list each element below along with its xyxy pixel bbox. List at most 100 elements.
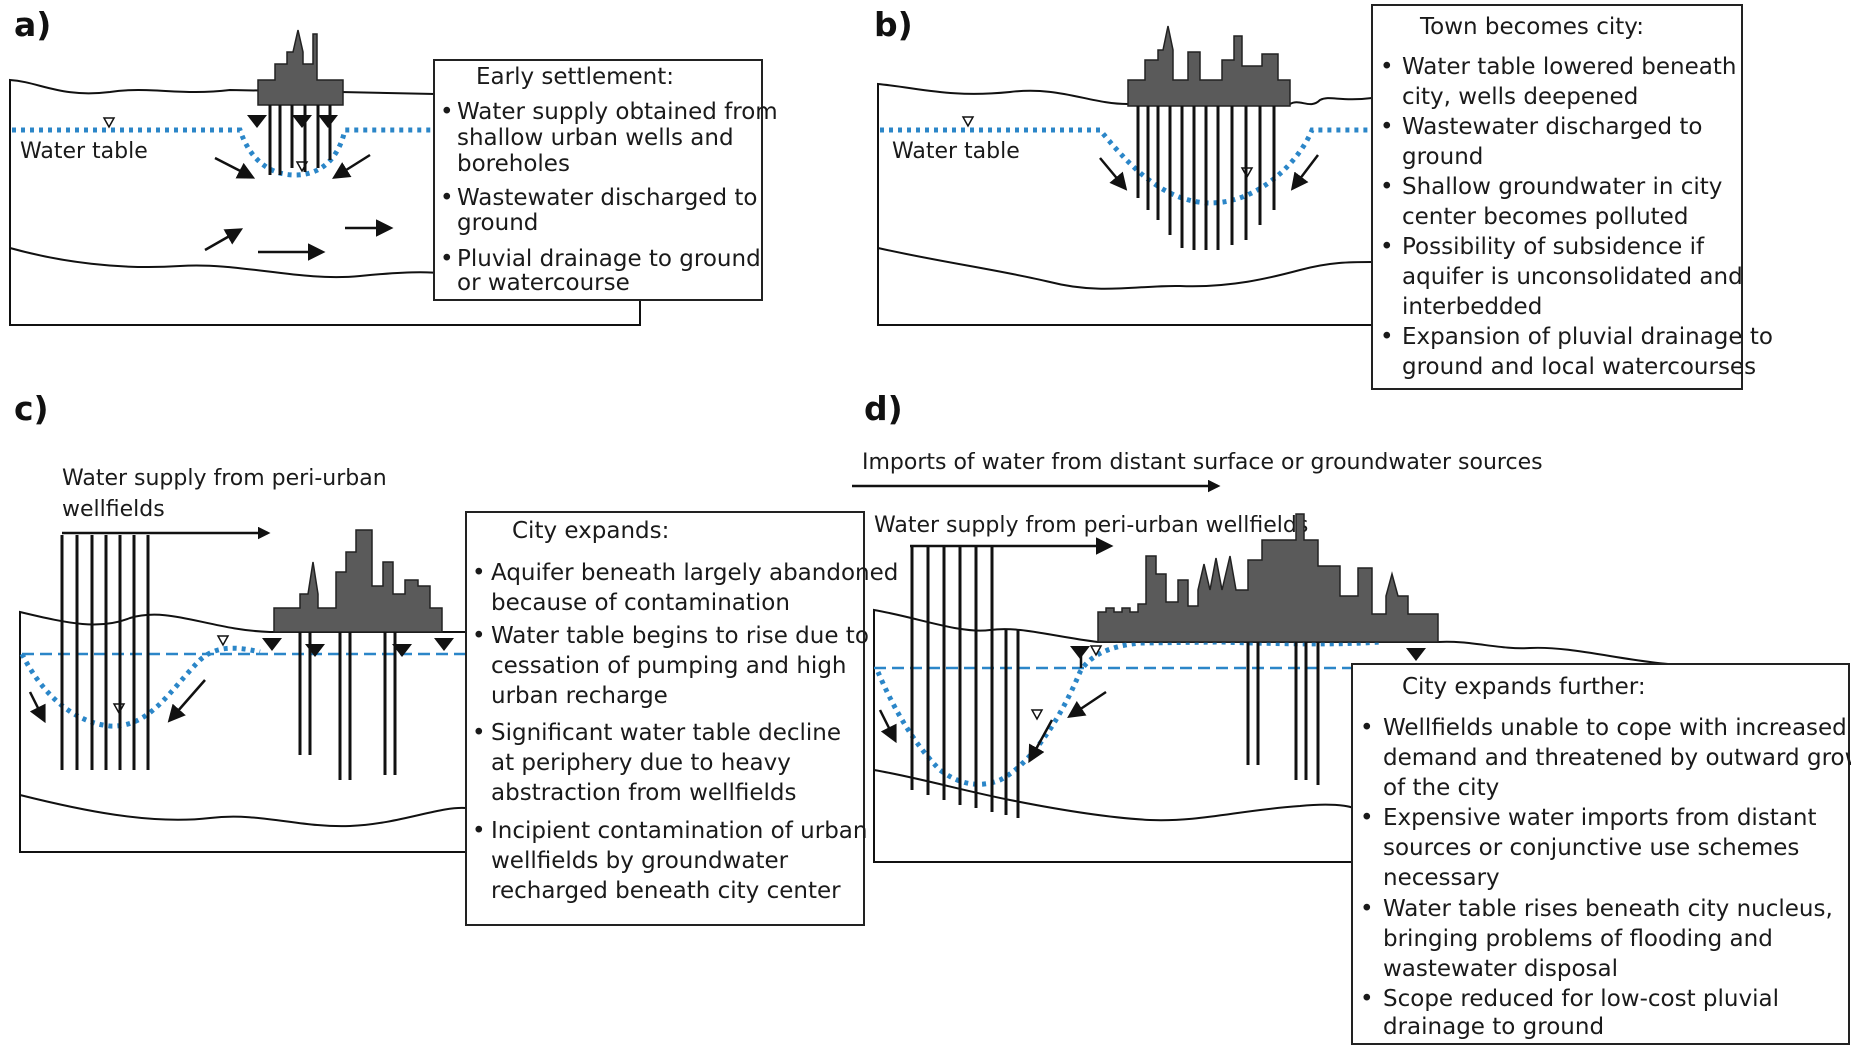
panel-b-flow-arrows	[1099, 154, 1319, 191]
panel-a-town-silhouette	[257, 29, 344, 106]
panel-a-bullet-2-line-1: Wastewater discharged to	[457, 185, 757, 211]
panel-b: b) Water table Town becomes city:	[874, 4, 1773, 390]
panel-a-water-table	[12, 127, 435, 178]
panel-c-bullet-3-mark: •	[472, 720, 486, 746]
panel-a-label: a)	[14, 5, 51, 44]
panel-a-bullet-1-mark: •	[440, 99, 454, 125]
panel-b-bullet-2-line-2: ground	[1402, 144, 1483, 170]
panel-a-box-title: Early settlement:	[476, 64, 674, 90]
panel-d-bullet-2-line-2: sources or conjunctive use schemes	[1383, 835, 1799, 861]
panel-d-bullet-4-line-1: Scope reduced for low-cost pluvial	[1383, 986, 1779, 1012]
panel-b-ground-surface	[877, 82, 1373, 326]
panel-d-bullet-3-line-1: Water table rises beneath city nucleus,	[1383, 896, 1833, 922]
panel-b-bullet-1-line-1: Water table lowered beneath	[1402, 54, 1736, 80]
panel-d-flow-arrows	[878, 690, 1107, 764]
panel-c-supply-label-line-1: Water supply from peri-urban	[62, 466, 387, 491]
panel-d-city-silhouette	[1097, 513, 1439, 643]
panel-b-water-level-icon	[961, 116, 975, 128]
panel-c-bullet-3-line-3: abstraction from wellfields	[491, 780, 796, 806]
panel-a-water-level-icon	[102, 117, 116, 129]
panel-d-bullet-1-line-3: of the city	[1383, 775, 1499, 801]
panel-a-water-table-label: Water table	[20, 139, 148, 164]
panel-d-urban-wells	[1246, 642, 1320, 785]
panel-b-bullet-1-line-2: city, wells deepened	[1402, 84, 1638, 110]
panel-c-bullet-4-line-3: recharged beneath city center	[491, 878, 841, 904]
panel-b-bullet-1-mark: •	[1380, 54, 1394, 80]
panel-b-box-title: Town becomes city:	[1419, 14, 1644, 40]
panel-b-bullet-4-line-2: aquifer is unconsolidated and	[1402, 264, 1743, 290]
panel-c-supply-label-line-2: wellfields	[62, 497, 165, 522]
panel-c-box-title: City expands:	[512, 518, 669, 544]
panel-b-city-silhouette	[1127, 25, 1291, 107]
panel-d-bullets: • Wellfields unable to cope with increas…	[1360, 715, 1851, 1040]
panel-c-bullets: • Aquifer beneath largely abandoned beca…	[472, 560, 898, 904]
panel-a: a) Water table	[9, 5, 778, 326]
panel-b-text-box	[1371, 4, 1743, 390]
panel-c-wellfield-wells	[60, 535, 150, 770]
panel-b-bullets: • Water table lowered beneath city, well…	[1380, 54, 1773, 380]
panel-a-text-box	[433, 59, 763, 301]
panel-a-bullet-2-line-2: ground	[457, 210, 538, 236]
panel-b-bullet-3-line-2: center becomes polluted	[1402, 204, 1688, 230]
panel-c-bullet-1-line-2: because of contamination	[491, 590, 790, 616]
panel-b-bullet-4-line-1: Possibility of subsidence if	[1402, 234, 1705, 260]
panel-c-bullet-4-line-1: Incipient contamination of urban	[491, 818, 867, 844]
panel-b-water-table-label: Water table	[892, 139, 1020, 164]
panel-c-discharge-arrows	[262, 638, 454, 657]
panel-c-bullet-3-line-2: at periphery due to heavy	[491, 750, 791, 776]
panel-c-bullet-2-mark: •	[472, 623, 486, 649]
panel-c: c) Water supply from peri-urban wellfiel…	[14, 389, 898, 926]
panel-a-aquifer-base	[9, 247, 448, 286]
panel-d-label: d)	[864, 389, 903, 428]
panel-b-label: b)	[874, 5, 913, 44]
panel-d-water-level-icon	[1089, 645, 1103, 657]
panel-b-bullet-4-mark: •	[1380, 234, 1394, 260]
panel-d-wellfield-wells	[910, 546, 1020, 818]
panel-a-bullet-3-line-2: or watercourse	[457, 270, 630, 296]
panel-b-bullet-4-line-3: interbedded	[1402, 294, 1542, 320]
panel-d-text-box	[1351, 663, 1850, 1045]
panel-d-bullet-3-line-3: wastewater disposal	[1383, 956, 1618, 982]
panel-d-bullet-3-line-2: bringing problems of flooding and	[1383, 926, 1773, 952]
panel-b-wells	[1136, 106, 1276, 250]
panel-c-bullet-2-line-3: urban recharge	[491, 683, 668, 709]
panel-c-water-level-icon	[216, 635, 230, 647]
panel-d-drawdown-level-icon	[1030, 709, 1044, 721]
panel-c-bullet-1-mark: •	[472, 560, 486, 586]
panel-d-bullet-4-line-2: drainage to ground	[1383, 1014, 1604, 1040]
panel-b-bullet-3-line-1: Shallow groundwater in city	[1402, 174, 1722, 200]
panel-c-bullet-4-mark: •	[472, 818, 486, 844]
panel-a-bullets: • Water supply obtained from shallow urb…	[440, 99, 778, 296]
panel-c-bullet-2-line-1: Water table begins to rise due to	[491, 623, 869, 649]
panel-d-bullet-1-mark: •	[1360, 715, 1374, 741]
panel-c-bullet-3-line-1: Significant water table decline	[491, 720, 841, 746]
panel-a-flow-arrows	[204, 153, 394, 261]
panel-c-label: c)	[14, 389, 49, 428]
panel-c-city-silhouette	[273, 529, 443, 633]
panel-d-box-title: City expands further:	[1402, 674, 1646, 700]
panel-d-bullet-3-mark: •	[1360, 896, 1374, 922]
panel-d-bullet-1-line-1: Wellfields unable to cope with increased	[1383, 715, 1847, 741]
panel-c-bullet-2-line-2: cessation of pumping and high	[491, 653, 847, 679]
panel-b-bullet-2-mark: •	[1380, 114, 1394, 140]
panel-b-bullet-5-line-2: ground and local watercourses	[1402, 354, 1756, 380]
panel-b-aquifer-base	[877, 247, 1373, 290]
panel-d: d) Imports of water from distant surface…	[852, 389, 1851, 1045]
panel-d-bullet-1-line-2: demand and threatened by outward growth	[1383, 745, 1851, 771]
panel-c-flow-arrows	[28, 679, 206, 724]
panel-c-bullet-1-line-1: Aquifer beneath largely abandoned	[491, 560, 898, 586]
panel-c-bullet-4-line-2: wellfields by groundwater	[491, 848, 789, 874]
panel-d-aquifer-base	[873, 769, 1355, 822]
panel-d-bullet-2-line-3: necessary	[1383, 865, 1500, 891]
panel-a-bullet-1-line-2: shallow urban wells and	[457, 125, 734, 151]
panel-a-bullet-3-mark: •	[440, 246, 454, 272]
panel-b-bullet-5-line-1: Expansion of pluvial drainage to	[1402, 324, 1773, 350]
panel-d-bullet-2-line-1: Expensive water imports from distant	[1383, 805, 1817, 831]
panel-a-bullet-2-mark: •	[440, 185, 454, 211]
panel-a-bullet-1-line-1: Water supply obtained from	[457, 99, 778, 125]
panel-a-discharge-arrows	[247, 115, 338, 128]
panel-d-bullet-2-mark: •	[1360, 805, 1374, 831]
panel-c-aquifer-base	[19, 794, 467, 828]
panel-c-water-table	[19, 645, 261, 729]
